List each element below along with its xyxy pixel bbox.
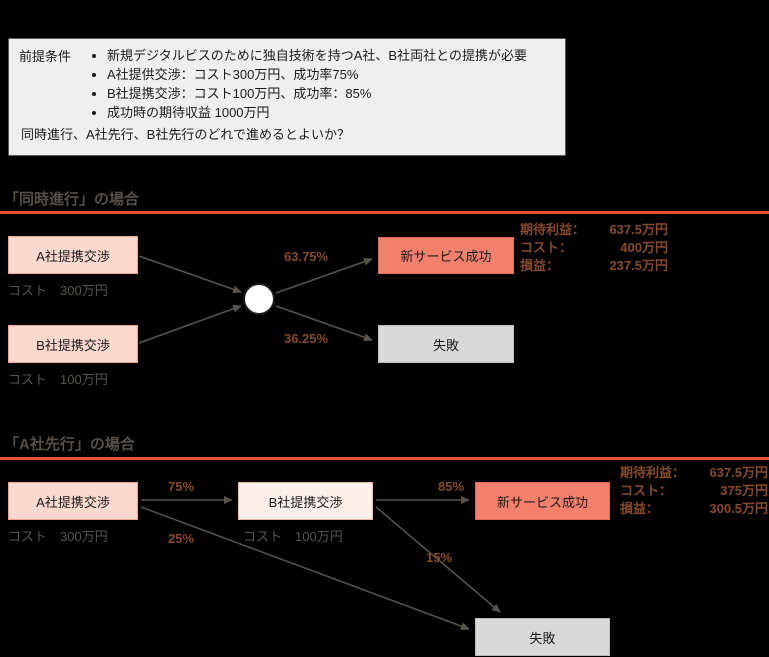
node-fail: 失敗 [475, 618, 610, 656]
stat-expected-profit: 期待利益：637.5万円 [620, 465, 768, 480]
arrow-s2-b-to-fail [375, 506, 501, 613]
premise-bullet-list: 新規デジタルビスのために独自技術を持つA社、B社両社との提携が必要 A社提供交渉… [87, 46, 527, 122]
section-divider [0, 457, 769, 460]
node-a-negotiation: A社提携交渉 [8, 482, 138, 520]
stat-expected-profit: 期待利益：637.5万円 [520, 222, 668, 237]
premise-bullet: A社提供交渉：コスト300万円、成功率75% [107, 65, 527, 84]
section-title-a-first: 「A社先行」の場合 [4, 436, 135, 453]
probability-a-to-b: 75% [168, 479, 195, 494]
probability-success: 85% [438, 479, 465, 494]
node-fail: 失敗 [378, 325, 514, 363]
chance-node-circle [243, 283, 275, 315]
stats-simultaneous: 期待利益：637.5万円 コスト：400万円 損益：237.5万円 [520, 221, 668, 275]
stat-net: 損益：300.5万円 [620, 501, 768, 516]
node-success: 新サービス成功 [475, 482, 610, 520]
arrow-s2-a-to-fail [140, 506, 470, 630]
premise-bullet: 新規デジタルビスのために独自技術を持つA社、B社両社との提携が必要 [107, 46, 527, 65]
premise-bullet: 成功時の期待収益 1000万円 [107, 103, 527, 122]
cost-label-a: コスト 300万円 [8, 283, 108, 298]
arrow-s1-a-to-chance [138, 255, 242, 294]
premise-question: 同時進行、A社先行、B社先行のどれで進めるとよいか？ [21, 127, 350, 142]
section-title-simultaneous: 「同時進行」の場合 [4, 191, 140, 208]
node-a-negotiation: A社提携交渉 [8, 236, 138, 274]
node-success: 新サービス成功 [378, 237, 514, 274]
stat-cost: コスト：375万円 [620, 483, 768, 498]
premise-box: 前提条件 新規デジタルビスのために独自技術を持つA社、B社両社との提携が必要 A… [8, 38, 566, 156]
node-b-negotiation: B社提携交渉 [238, 482, 373, 520]
cost-label-b: コスト 100万円 [243, 529, 343, 544]
premise-label: 前提条件 [19, 49, 72, 64]
probability-b-fail: 15% [426, 550, 453, 565]
cost-label-b: コスト 100万円 [8, 372, 108, 387]
arrow-s1-chance-to-success [275, 257, 373, 294]
probability-success: 63.75% [284, 249, 329, 264]
stat-cost: コスト：400万円 [520, 240, 668, 255]
premise-bullet: B社提携交渉：コスト100万円、成功率：85% [107, 84, 527, 103]
arrow-s1-b-to-chance [138, 304, 242, 344]
section-divider [0, 211, 769, 214]
probability-fail: 36.25% [284, 331, 329, 346]
stats-a-first: 期待利益：637.5万円 コスト：375万円 損益：300.5万円 [620, 464, 768, 518]
arrow-s1-chance-to-fail [275, 305, 373, 342]
node-b-negotiation: B社提携交渉 [8, 325, 138, 363]
probability-a-fail: 25% [168, 531, 195, 546]
cost-label-a: コスト 300万円 [8, 529, 108, 544]
stat-net: 損益：237.5万円 [520, 258, 668, 273]
